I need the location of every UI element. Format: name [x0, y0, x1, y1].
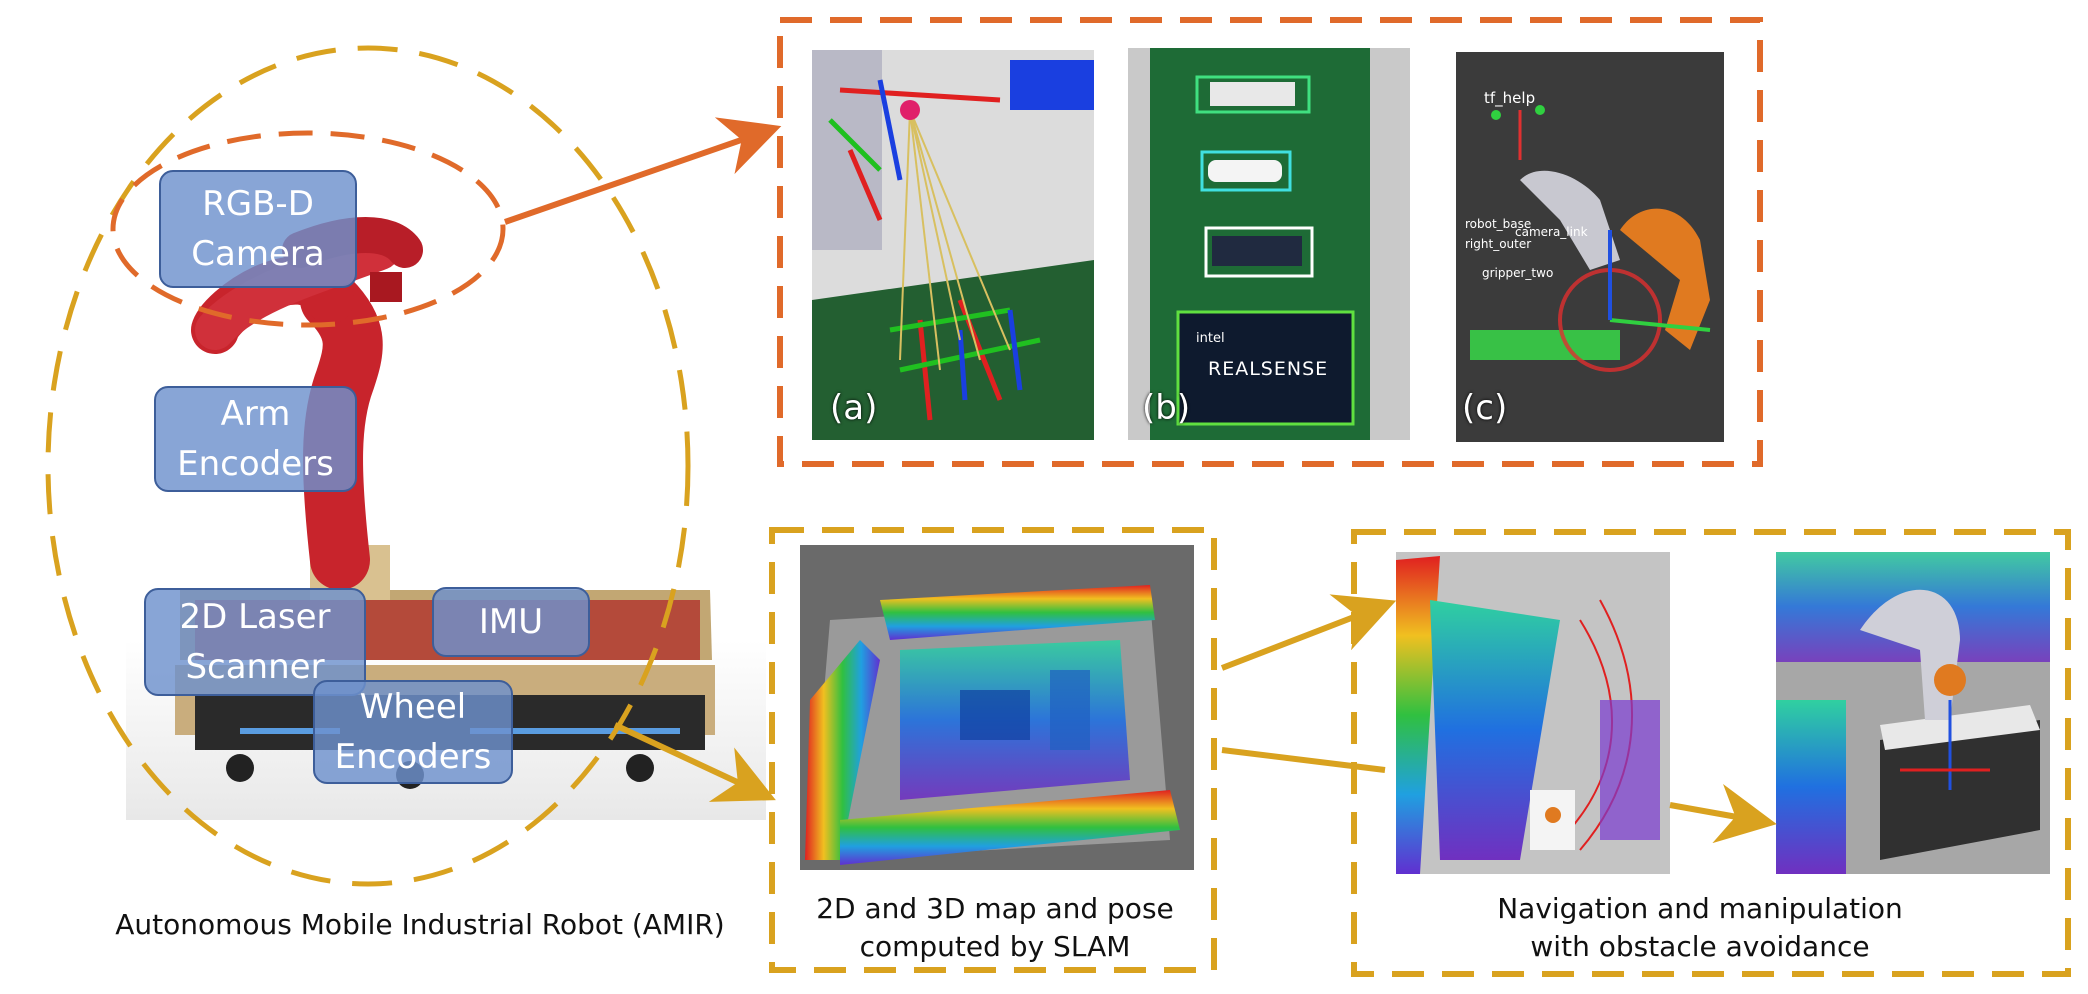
panel-c-image: tf_help robot_base right_outer gripper_t…	[1456, 52, 1724, 442]
rgbd-camera-label: RGB-D Camera	[159, 170, 357, 288]
arm-encoders-label: Arm Encoders	[154, 386, 357, 492]
imu-label: IMU	[432, 587, 590, 657]
robot-caption: Autonomous Mobile Industrial Robot (AMIR…	[115, 908, 725, 941]
perception-frame	[777, 17, 1763, 467]
manipulation-image	[1776, 552, 2050, 874]
panel-a-tag: (a)	[830, 388, 878, 428]
camera-ellipse	[110, 130, 506, 328]
rviz-label-camera-link: camera_link	[1515, 225, 1588, 239]
intel-logo: intel	[1196, 331, 1225, 346]
navigation-to-manipulation-arrow	[1669, 784, 1777, 844]
slam-caption: 2D and 3D map and pose computed by SLAM	[816, 892, 1174, 963]
rviz-label-gripper: gripper_two	[1482, 266, 1553, 280]
slam-to-manipulation-arrow	[1221, 747, 1386, 773]
robot-to-slam-arrow	[613, 722, 776, 802]
panel-b-tag: (b)	[1142, 388, 1191, 428]
rviz-label-right-outer: right_outer	[1465, 237, 1531, 251]
navigation-caption: Navigation and manipulation with obstacl…	[1497, 892, 1903, 963]
laser-scanner-label: 2D Laser Scanner	[144, 588, 366, 696]
wheel-encoders-label: Wheel Encoders	[313, 680, 513, 784]
camera-to-perception-arrow	[504, 117, 782, 225]
panel-b-image: intel REALSENSE	[1128, 48, 1410, 440]
slam-to-navigation-arrow	[1220, 594, 1397, 671]
robot-sensor-ellipse	[45, 45, 691, 887]
realsense-logo: REALSENSE	[1208, 358, 1328, 380]
rviz-label-tf-help: tf_help	[1484, 89, 1535, 108]
slam-map-image	[800, 545, 1194, 870]
panel-c-tag: (c)	[1462, 388, 1508, 428]
rviz-label-robot-base: robot_base	[1465, 217, 1531, 231]
navigation-frame	[1351, 529, 2071, 977]
panel-a-image	[812, 50, 1094, 440]
slam-frame	[769, 527, 1217, 973]
navigation-map-image	[1396, 552, 1670, 874]
